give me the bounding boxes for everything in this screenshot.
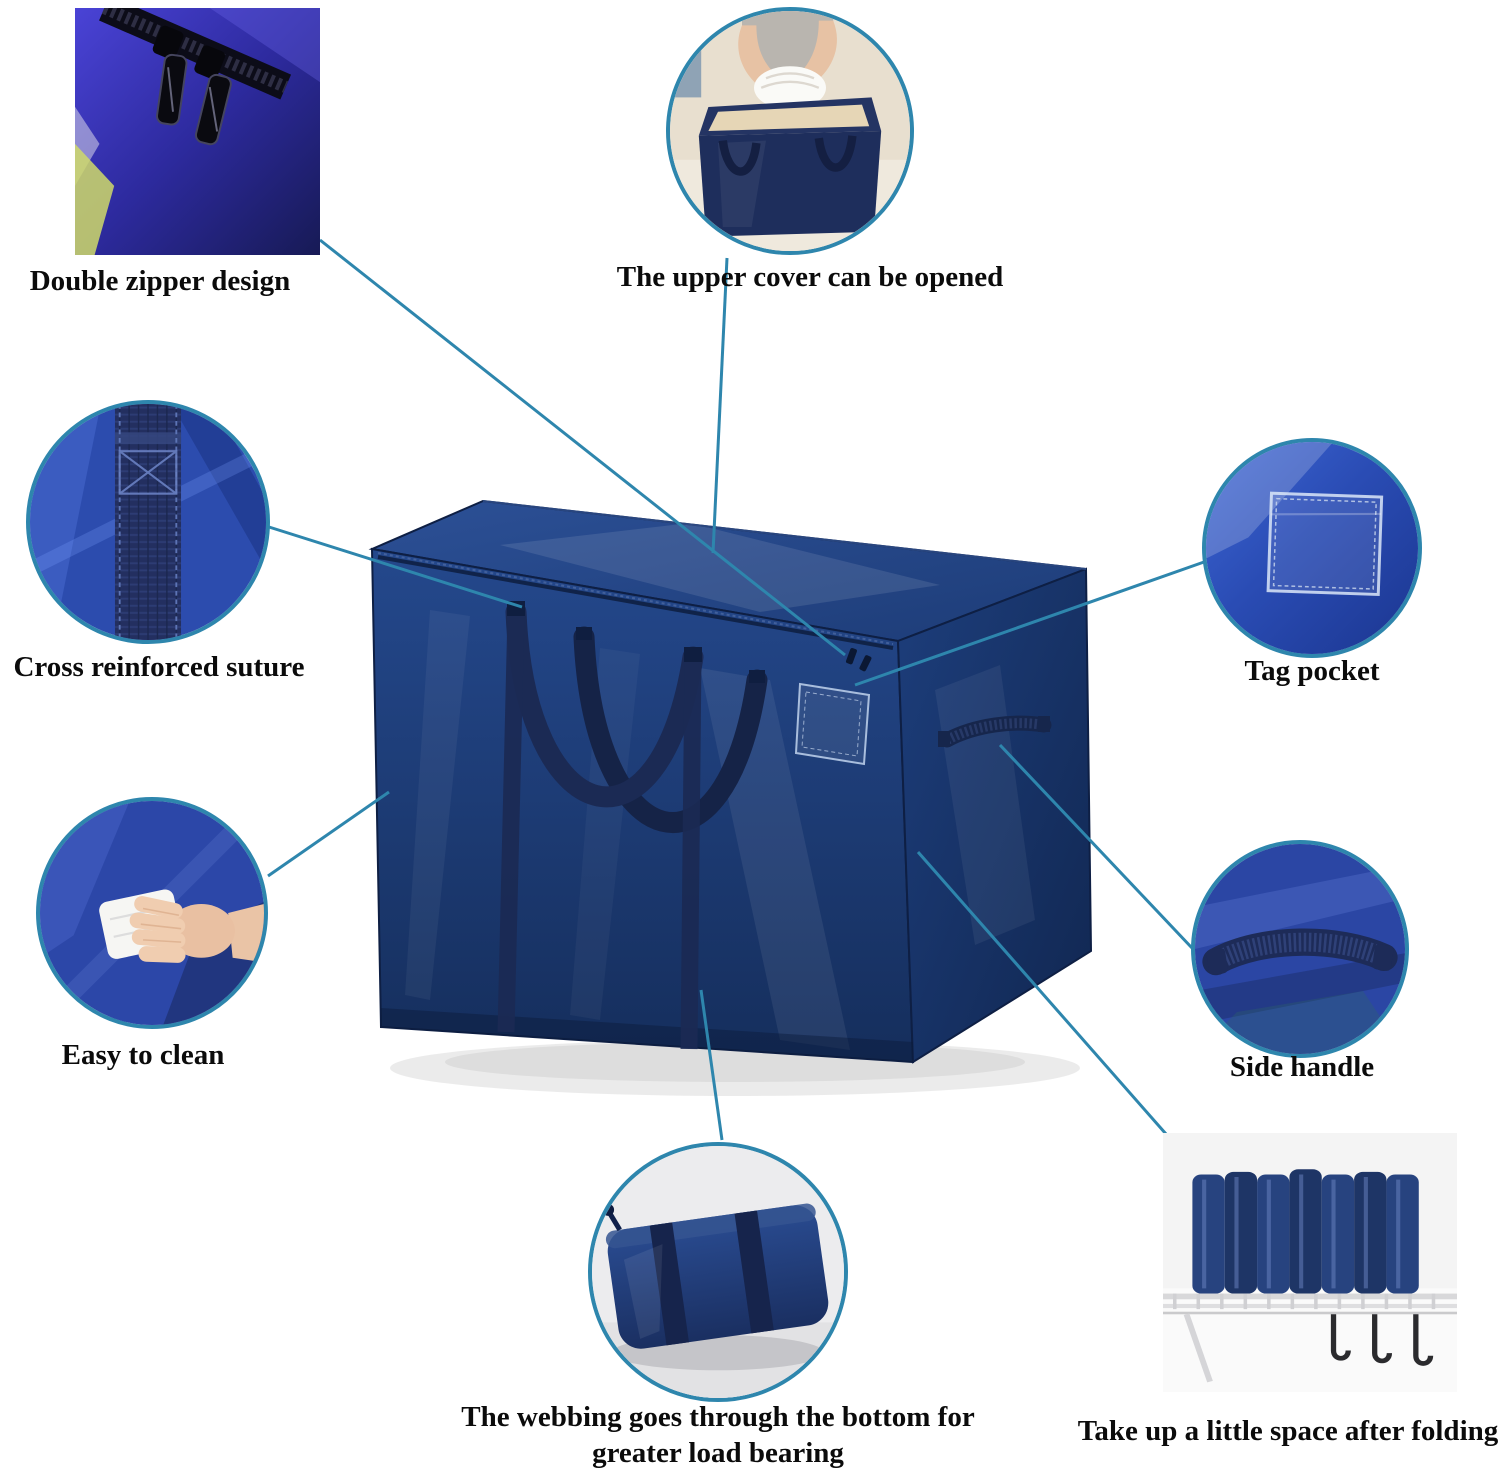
- side-handle: [938, 715, 1052, 748]
- connector-line-easy-clean: [267, 790, 390, 878]
- feature-label-folding: Take up a little space after folding: [1077, 1415, 1499, 1447]
- callout-lines: [267, 238, 1205, 1141]
- zipper-pull-icons: [152, 25, 232, 146]
- double-zipper-photo: [75, 8, 320, 255]
- bottom-webbing-straps: [497, 611, 702, 1050]
- lying-bag-icon: [601, 1203, 829, 1349]
- moving-bag: [368, 499, 1093, 1064]
- wire-shelf-icon: [1163, 1293, 1457, 1383]
- side-handle-photo: [1191, 840, 1409, 1058]
- hand-icon: [129, 896, 264, 963]
- connector-line-webbing: [699, 989, 724, 1141]
- double-zipper-scene: [75, 8, 320, 255]
- connector-line-cross-suture: [268, 525, 523, 609]
- easy-clean-scene: [40, 801, 264, 1025]
- cross-suture-scene: [30, 404, 266, 640]
- feature-label-double-zipper: Double zipper design: [29, 265, 291, 297]
- feature-label-easy-clean: Easy to clean: [61, 1039, 225, 1071]
- zipper: [377, 552, 894, 650]
- upper-cover-photo: [666, 7, 914, 255]
- handle-strap-icon: [1202, 928, 1398, 976]
- feature-label-upper-cover: The upper cover can be opened: [616, 261, 1004, 293]
- connector-line-double-zipper: [319, 238, 846, 657]
- feature-label-cross-suture: Cross reinforced suture: [13, 651, 305, 683]
- feature-label-side-handle: Side handle: [1229, 1051, 1375, 1083]
- connector-line-tag-pocket: [854, 560, 1205, 687]
- webbing-bottom-photo: [588, 1142, 848, 1402]
- zipper-pulls-icon: [846, 648, 872, 672]
- easy-clean-photo: [36, 797, 268, 1029]
- connector-line-folding: [916, 851, 1168, 1135]
- folded-bags-scene: [1163, 1133, 1457, 1392]
- cross-suture-photo: [26, 400, 270, 644]
- feature-label-webbing: The webbing goes through the bottom for …: [461, 1401, 975, 1469]
- upper-cover-scene: [670, 11, 910, 251]
- folded-bags-photo: [1163, 1133, 1457, 1392]
- shelf-hooks-icon: [1330, 1314, 1434, 1366]
- tag-pocket: [794, 682, 871, 766]
- connector-line-upper-cover: [711, 257, 729, 554]
- tag-pocket-photo: [1202, 438, 1422, 658]
- bag-side-face: [896, 567, 1093, 1064]
- connector-line-side-handle: [998, 743, 1194, 950]
- clear-pocket-icon: [1266, 491, 1384, 597]
- carry-handles: [505, 601, 768, 833]
- feature-label-tag-pocket: Tag pocket: [1244, 655, 1380, 687]
- webbing-bottom-scene: [592, 1146, 844, 1398]
- tag-pocket-scene: [1206, 442, 1418, 654]
- folded-stack-icon: [1192, 1169, 1419, 1294]
- cross-stitch-icon: [118, 450, 178, 495]
- side-handle-scene: [1195, 844, 1405, 1054]
